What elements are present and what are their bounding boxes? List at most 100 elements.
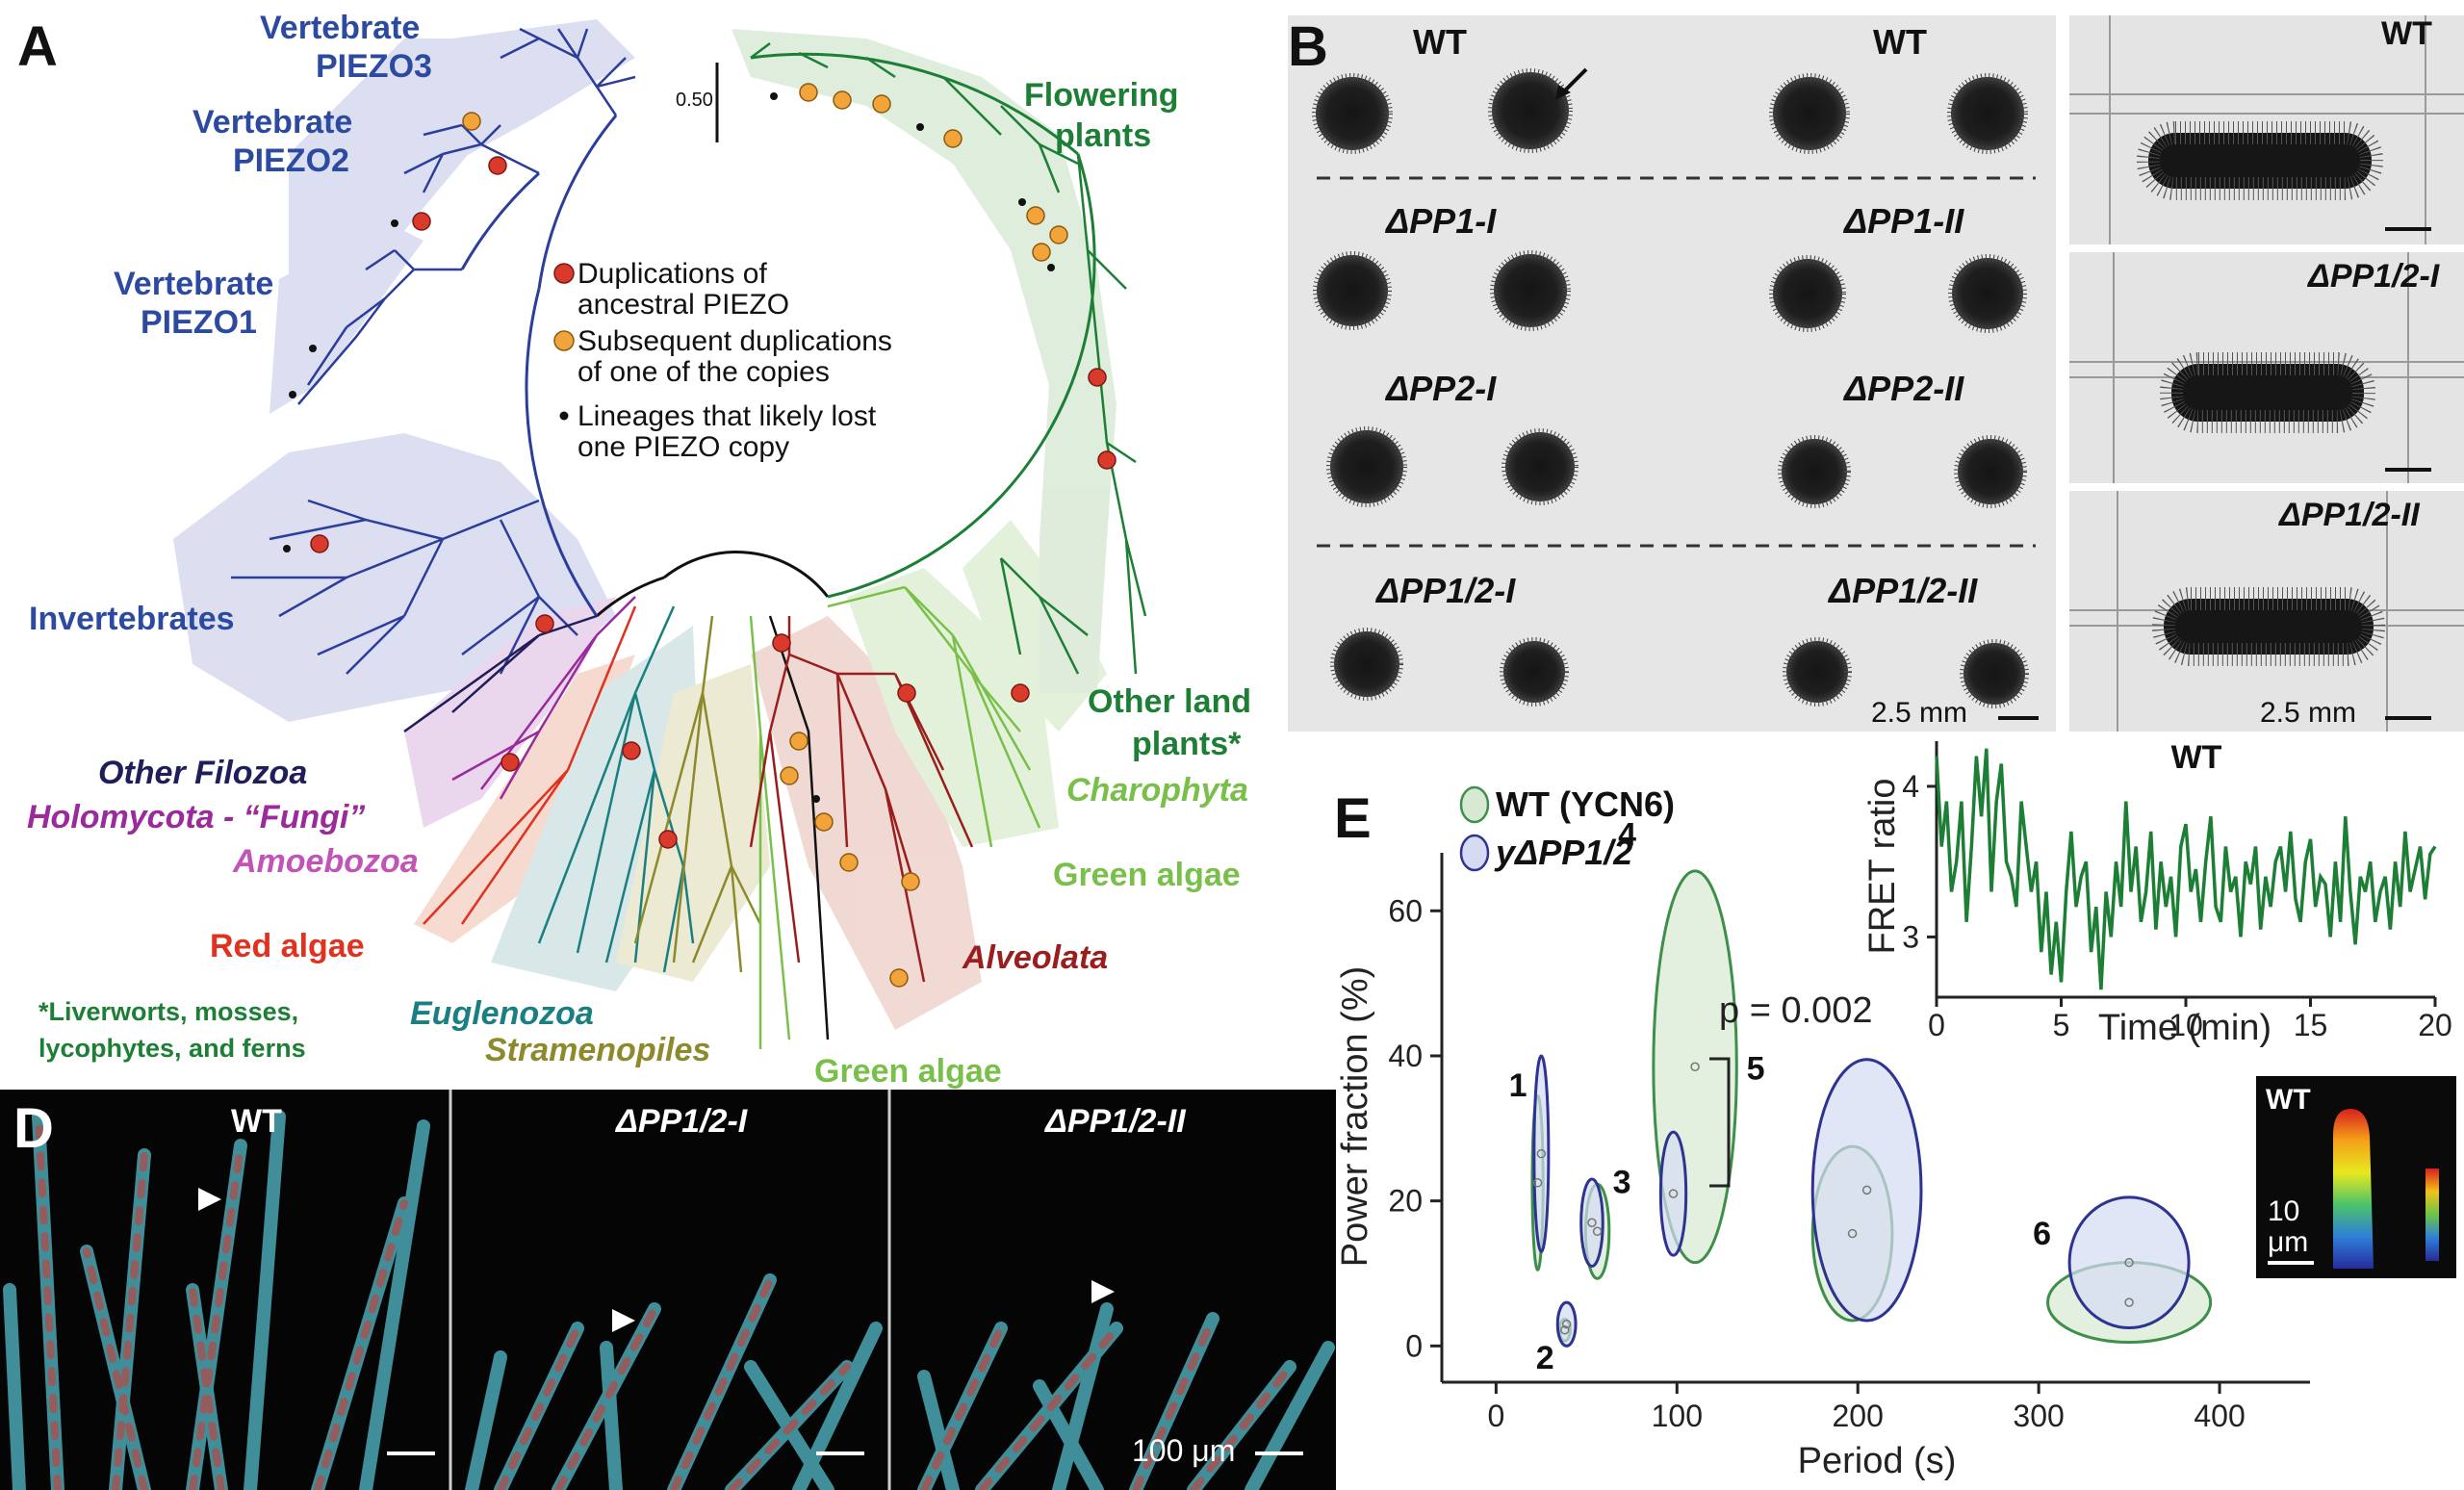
scatter-y-tick-label: 40 [1388,1039,1423,1073]
clade-shading [173,19,1116,1030]
shade-piezo1 [270,221,424,414]
fret-series-line [1935,748,2437,990]
branches-black [768,615,830,1040]
tree-backbone [460,52,1096,618]
line-x-tick-label: 5 [2053,1008,2070,1042]
label-stramenopiles: Stramenopiles [485,1032,710,1068]
legend-orange-dot [553,330,575,351]
center-point [1668,1189,1679,1198]
center-point [1561,1319,1572,1329]
legend-red-dot [553,263,575,284]
line-x-tick-label: 10 [2169,1008,2203,1042]
tree-scale-label: 0.50 [676,90,713,111]
branches-vertebrate [231,27,636,675]
c-grid-lines [2069,15,2464,732]
label-red-algae: Red algae [210,928,365,964]
legend-orange-line2: of one of the copies [578,356,830,388]
label-other-land-line1: Other land [1088,683,1251,720]
branches-red-algae [423,605,637,925]
branches-stramenopiles [633,615,762,973]
line-chart-title: WT [2171,739,2222,776]
shade-green-algae-right [847,568,1059,847]
panel-d: D WT ΔPP1/2-I ΔPP1/2-II 100 μm [0,1090,1336,1490]
scatter-y-tick-label: 20 [1388,1184,1423,1219]
orange-markers [462,83,1068,988]
line-x-tick-label: 0 [1928,1008,1945,1042]
ellipse-mutant-6 [2067,1195,2191,1329]
line-y-tick-label: 3 [1902,919,1919,954]
d-scale-label: 100 μm [1132,1433,1235,1468]
d-label-wt: WT [231,1103,282,1140]
legend-mutant-label: yΔPP1/2 [1494,833,1632,872]
center-point [2124,1257,2134,1268]
red-markers [310,156,1116,849]
tree-legend: Duplications of ancestral PIEZO Subseque… [553,258,892,463]
cluster-label: 5 [1747,1051,1765,1088]
legend-mutant-swatch [1459,834,1490,872]
center-point [2124,1297,2134,1307]
inset-scale-number: 10 [2268,1195,2299,1227]
legend-red-line2: ancestral PIEZO [578,289,789,321]
ellipse-mutant-2 [1555,1300,1578,1348]
colonies [1312,68,2029,708]
scatter-y-tick-label: 60 [1388,893,1423,928]
legend-black-line2: one PIEZO copy [578,431,789,463]
b-label-r2c1: ΔPP1-I [1384,201,1497,241]
center-point [1592,1226,1603,1237]
line-x-tick-label: 15 [2294,1008,2328,1042]
black-markers [283,92,1055,803]
inset-label: WT [2266,1084,2311,1116]
panel-b: B WT WT ΔPP1-I ΔPP1-II ΔPP2-I ΔPP2-II ΔP… [1288,15,2056,732]
c-label-pp12-ii: ΔPP1/2-II [2277,497,2421,533]
scatter-x-tick-label: 400 [2194,1399,2245,1433]
scatter-x-tick-label: 0 [1487,1399,1504,1433]
label-green-algae-right: Green algae [1053,857,1241,893]
label-piezo2-line1: Vertebrate [192,104,352,141]
center-point [1560,1325,1570,1335]
label-piezo2-line2: PIEZO2 [233,142,349,179]
legend-wt-swatch [1459,785,1490,824]
center-point [1536,1148,1547,1159]
label-euglenozoa: Euglenozoa [410,995,594,1032]
cluster-label: 3 [1613,1164,1631,1200]
panel-a-letter: A [17,15,58,78]
label-piezo1-line1: Vertebrate [114,266,273,302]
line-y-tick-label: 4 [1902,769,1919,804]
cluster-label: 6 [2033,1216,2051,1252]
cluster-label: 4 [1618,816,1636,853]
label-charophyta: Charophyta [1066,772,1248,809]
center-point [1532,1178,1543,1188]
c-colonies [2137,121,2385,666]
line-y-title: FRET ratio [1862,778,1903,954]
c-label-wt: WT [2381,15,2432,52]
legend-wt-label: WT (YCN6) [1496,784,1675,824]
center-point [1587,1218,1597,1227]
center-point [1861,1185,1872,1195]
legend-black-line1: Lineages that likely lost [578,400,877,432]
panel-a: A [17,10,1251,1090]
inset-colorbar [2426,1169,2439,1261]
label-other-land-line2: plants* [1132,726,1242,762]
cluster-label: 2 [1536,1340,1554,1376]
inset-hypha [2333,1109,2374,1269]
scatter-x-tick-label: 200 [1833,1399,1884,1433]
tree-branches [231,27,1147,1049]
scatter-x-tick-label: 300 [2013,1399,2064,1433]
shade-stramenopiles [616,664,770,982]
center-point [1690,1062,1700,1072]
e-legend: WT (YCN6) yΔPP1/2 [1459,784,1675,872]
p-value-label: p = 0.002 [1719,990,1873,1031]
b-label-r3c1: ΔPP2-I [1384,369,1497,408]
label-flowering-line2: plants [1055,117,1151,154]
b-label-r1c1: WT [1413,22,1467,62]
line-x-title: Time (min) [2098,1008,2272,1048]
branches-holomycota [451,596,636,800]
d-arrowheads [198,1188,1115,1332]
p-value-bracket [1709,1057,1731,1188]
b-label-r4c1: ΔPP1/2-I [1374,571,1516,610]
